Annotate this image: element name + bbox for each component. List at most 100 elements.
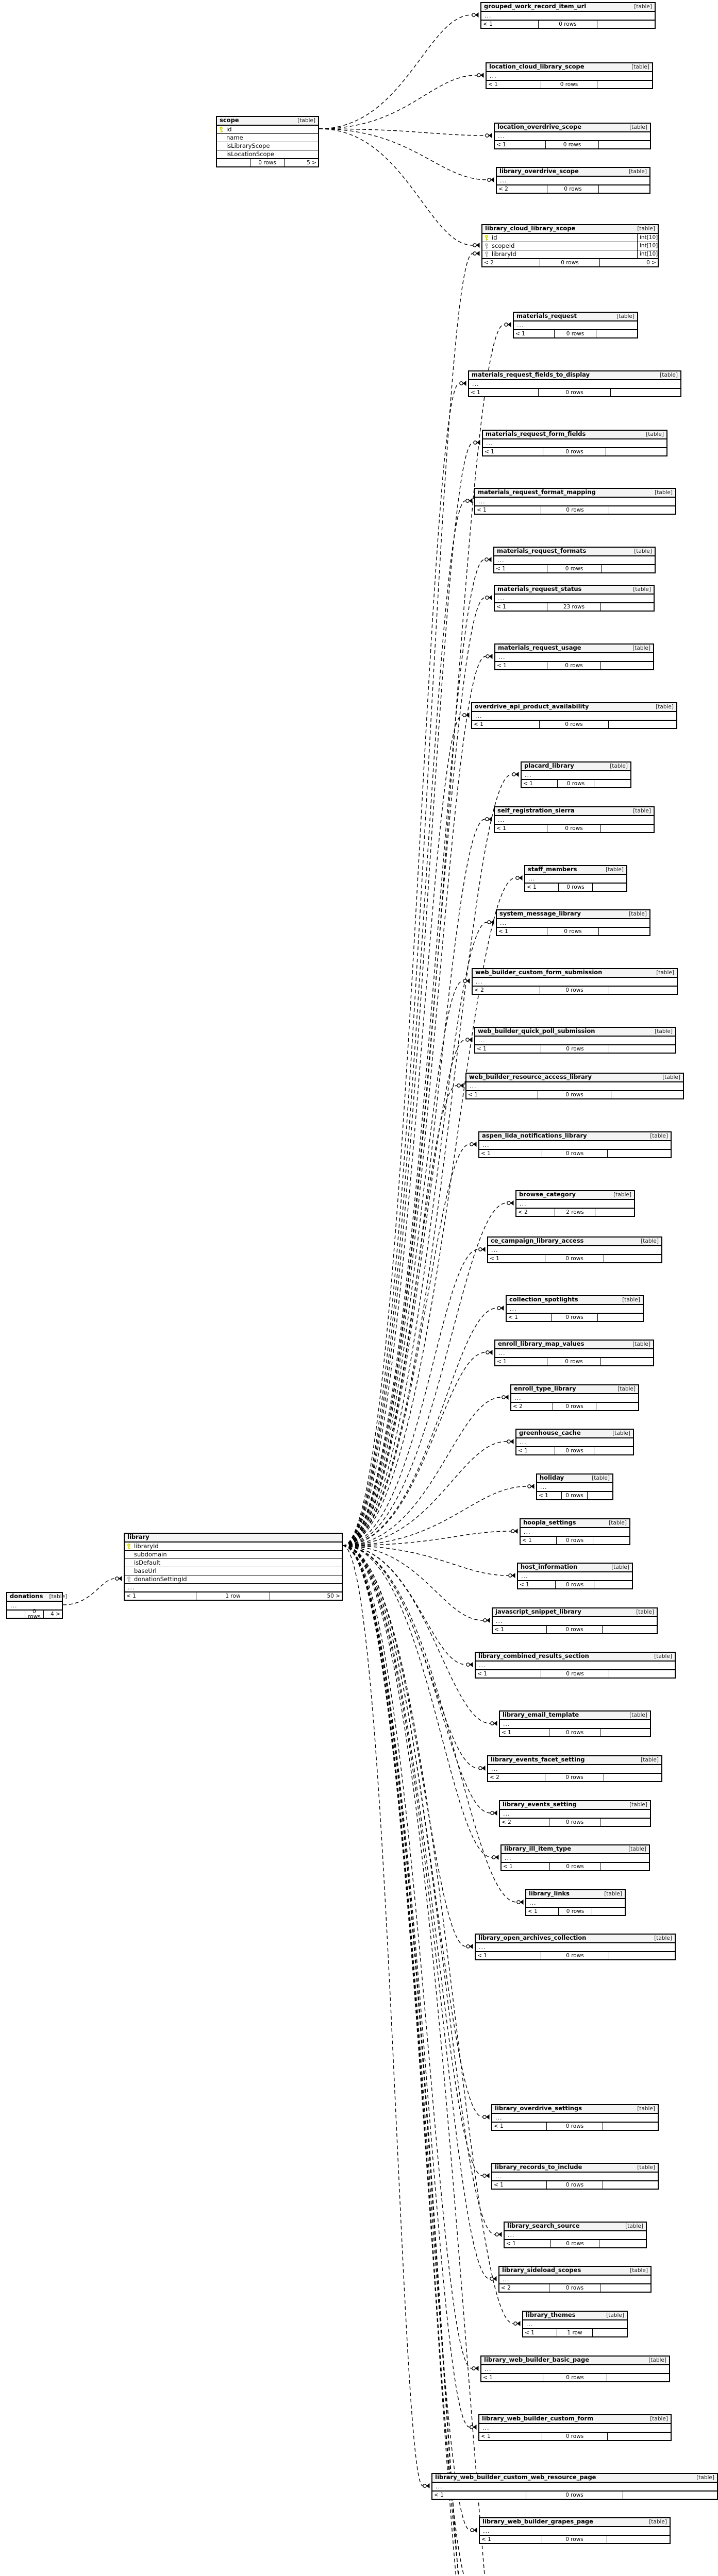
table-column[interactable]: isLocationScope bbox=[217, 150, 318, 159]
table-column[interactable]: ... bbox=[521, 1528, 629, 1536]
table-column[interactable]: ... bbox=[466, 1082, 683, 1091]
table-node-library_web_builder_basic_page[interactable]: library_web_builder_basic_page[table]...… bbox=[480, 2355, 670, 2382]
table-column[interactable]: ... bbox=[497, 177, 649, 185]
table-node-library_combined_results_section[interactable]: library_combined_results_section[table].… bbox=[475, 1652, 676, 1679]
table-column[interactable]: ... bbox=[475, 498, 675, 506]
table-column[interactable]: isLibraryScope bbox=[217, 142, 318, 150]
table-node-web_builder_quick_poll_submission[interactable]: web_builder_quick_poll_submission[table]… bbox=[474, 1027, 676, 1054]
table-column[interactable]: ... bbox=[495, 1349, 653, 1358]
table-column[interactable]: ... bbox=[125, 1584, 342, 1592]
table-column[interactable]: ... bbox=[522, 771, 630, 779]
table-column[interactable]: ... bbox=[502, 1854, 649, 1862]
table-column[interactable]: ... bbox=[525, 875, 626, 883]
table-column[interactable]: ... bbox=[495, 816, 654, 824]
table-column[interactable]: ... bbox=[492, 2173, 658, 2181]
table-node-library_web_builder_grapes_page[interactable]: library_web_builder_grapes_page[table]..… bbox=[479, 2517, 671, 2544]
table-node-overdrive_api_product_availability[interactable]: overdrive_api_product_availability[table… bbox=[471, 702, 677, 729]
table-node-aspen_lida_notifications_library[interactable]: aspen_lida_notifications_library[table].… bbox=[478, 1131, 672, 1158]
table-column[interactable]: ... bbox=[476, 1662, 675, 1670]
table-column[interactable]: ... bbox=[497, 919, 649, 927]
table-column[interactable]: subdomain bbox=[125, 1551, 342, 1559]
table-column[interactable]: ... bbox=[476, 1943, 675, 1952]
table-column[interactable]: ... bbox=[495, 653, 653, 662]
table-column[interactable]: ... bbox=[495, 595, 654, 603]
table-column[interactable]: ... bbox=[492, 2114, 658, 2122]
table-column[interactable]: ... bbox=[475, 1037, 675, 1045]
table-column[interactable]: ... bbox=[480, 2527, 670, 2535]
table-column[interactable]: ... bbox=[479, 1141, 671, 1149]
table-column[interactable]: donationSettingId bbox=[125, 1575, 342, 1584]
table-column[interactable]: ... bbox=[505, 2231, 646, 2240]
table-column[interactable]: ... bbox=[507, 1305, 643, 1313]
table-node-library_web_builder_custom_form[interactable]: library_web_builder_custom_form[table]..… bbox=[478, 2414, 672, 2441]
table-column[interactable]: ... bbox=[500, 1720, 650, 1728]
table-column[interactable]: ... bbox=[487, 72, 652, 80]
table-column[interactable]: ... bbox=[494, 556, 655, 565]
table-node-materials_request_form_fields[interactable]: materials_request_form_fields[table]...<… bbox=[482, 430, 667, 456]
table-column[interactable]: ... bbox=[469, 380, 680, 388]
table-column[interactable]: ... bbox=[495, 132, 650, 141]
table-column[interactable]: name bbox=[217, 134, 318, 142]
table-node-grouped_work_record_item_url[interactable]: grouped_work_record_item_url[table]...< … bbox=[480, 2, 656, 29]
table-node-location_cloud_library_scope[interactable]: location_cloud_library_scope[table]...< … bbox=[486, 62, 653, 89]
table-column[interactable]: libraryId bbox=[125, 1543, 342, 1551]
table-column[interactable]: ... bbox=[516, 1200, 634, 1208]
table-column[interactable]: ... bbox=[488, 1765, 661, 1773]
table-node-library_open_archives_collection[interactable]: library_open_archives_collection[table].… bbox=[475, 1934, 676, 1960]
table-node-library_events_facet_setting[interactable]: library_events_facet_setting[table]...< … bbox=[487, 1755, 662, 1782]
table-column[interactable]: ... bbox=[500, 1810, 650, 1818]
table-column[interactable]: ... bbox=[518, 1572, 632, 1581]
table-column[interactable]: ... bbox=[472, 712, 676, 720]
table-column[interactable]: ... bbox=[488, 1246, 661, 1255]
table-column[interactable]: ... bbox=[432, 2483, 717, 2491]
table-column[interactable]: ... bbox=[483, 439, 666, 448]
table-column[interactable]: ... bbox=[481, 2365, 669, 2374]
table-column[interactable]: ... bbox=[479, 2424, 671, 2432]
table-column[interactable]: baseUrl bbox=[125, 1567, 342, 1575]
table-column[interactable]: ... bbox=[481, 12, 655, 20]
table-column[interactable]: ... bbox=[537, 1483, 612, 1492]
table-column[interactable]: ... bbox=[499, 2276, 650, 2284]
table-column[interactable]: ... bbox=[7, 1602, 62, 1610]
table-column[interactable]: ... bbox=[523, 2320, 627, 2329]
table-column[interactable]: ... bbox=[493, 1617, 657, 1625]
table-node-web_builder_custom_form_submission[interactable]: web_builder_custom_form_submission[table… bbox=[472, 968, 678, 995]
table-node-library_web_builder_custom_web_resource_page[interactable]: library_web_builder_custom_web_resource_… bbox=[431, 2473, 718, 2500]
table-node-materials_request_format_mapping[interactable]: materials_request_format_mapping[table].… bbox=[474, 488, 676, 515]
table-column[interactable]: ... bbox=[511, 1394, 638, 1402]
